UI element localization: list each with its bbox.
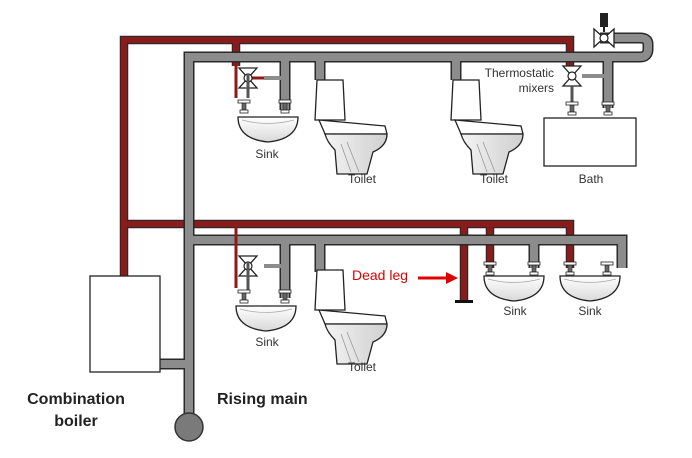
- label-sink-lower-left: Sink: [255, 335, 279, 349]
- label-sink-top: Sink: [255, 147, 279, 161]
- bath: [543, 117, 637, 167]
- label-rising-main: Rising main: [217, 391, 308, 408]
- mixer-valve-top: [234, 66, 292, 114]
- combination-boiler: [89, 275, 161, 373]
- label-toilet-top-2: Toilet: [479, 172, 509, 186]
- label-bath: Bath: [578, 172, 604, 186]
- dead-leg-arrow: [418, 272, 458, 284]
- toilet-top-1: [314, 79, 388, 175]
- label-combination-boiler: Combination boiler: [27, 391, 125, 430]
- sink-lower-2: [559, 261, 621, 302]
- sink-top-basin: [237, 116, 299, 143]
- label-sink-lower-1: Sink: [503, 304, 527, 318]
- label-toilet-lower: Toilet: [347, 360, 377, 374]
- label-toilet-top-1: Toilet: [347, 172, 377, 186]
- label-thermostatic-mixers: Thermostatic mixers: [484, 66, 554, 95]
- cold-water-pipes: [160, 32, 654, 442]
- label-dead-leg: Dead leg: [352, 267, 409, 283]
- thermostatic-mixer-valve: [562, 65, 615, 116]
- main-isolation-valve: [593, 13, 615, 48]
- mixer-valve-lower: [234, 224, 292, 304]
- sink-lower-left-basin: [235, 305, 297, 332]
- label-sink-lower-2: Sink: [578, 304, 602, 318]
- toilet-lower: [314, 269, 388, 365]
